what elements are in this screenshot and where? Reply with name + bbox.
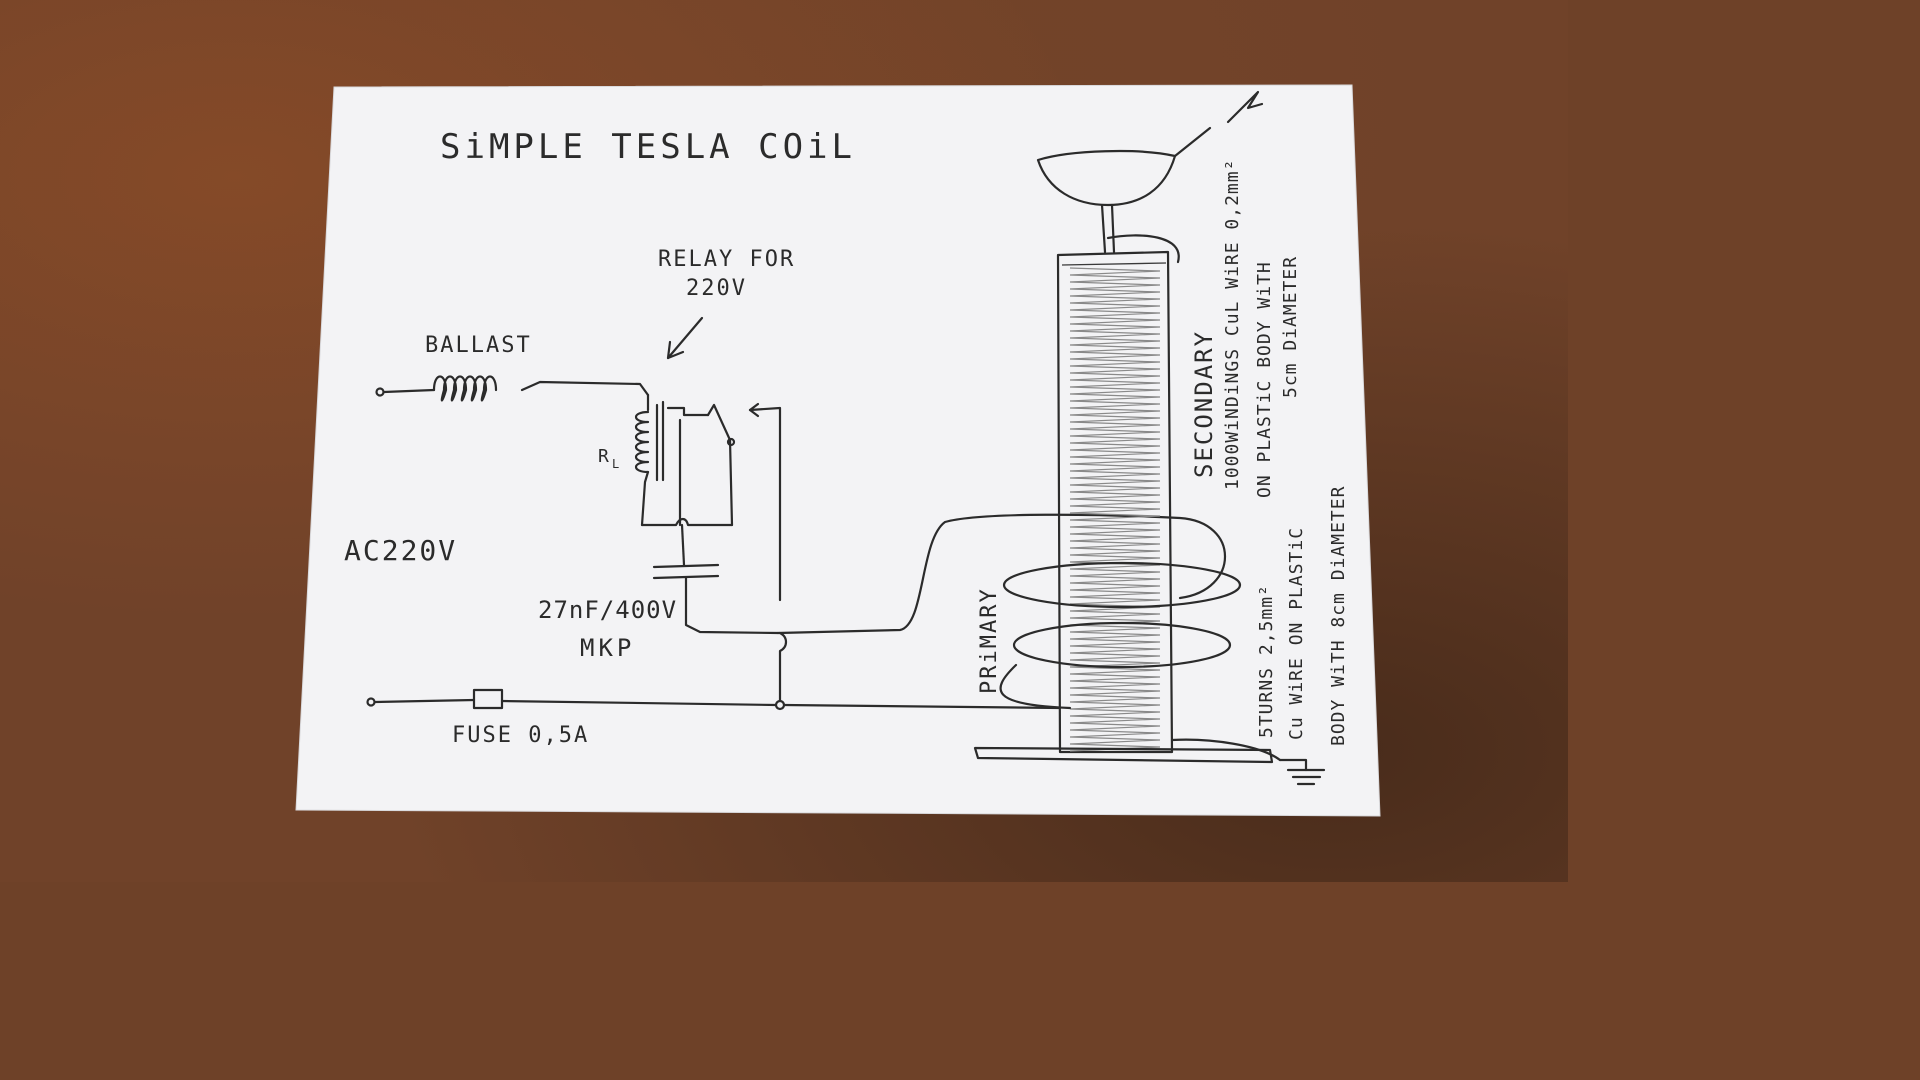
ballast-label: BALLAST xyxy=(425,333,532,358)
primary-spec: 5TURNS 2,5mm² Cu WiRE ON PLASTiC BODY Wi… xyxy=(1256,486,1349,746)
primary-label: PRiMARY xyxy=(977,587,1002,694)
ac-source-label: AC220V xyxy=(344,534,457,567)
relay-bottom-wire xyxy=(640,517,734,527)
relay-coil-subscript: L xyxy=(612,457,619,471)
secondary-title: SECONDARY xyxy=(1190,330,1218,478)
relay-coil xyxy=(634,393,665,527)
secondary-tube xyxy=(1056,250,1174,754)
capacitor-top-wire xyxy=(680,523,686,567)
primary-wire-label: Cu WiRE ON PLASTiC xyxy=(1286,527,1307,740)
primary-coil xyxy=(999,561,1242,710)
secondary-diameter-label: 5cm DiAMETER xyxy=(1280,256,1301,398)
title: SiMPLE TESLA COiL xyxy=(440,127,856,167)
base-board xyxy=(973,738,1282,764)
top-load xyxy=(1036,90,1264,264)
primary-turns-label: 5TURNS 2,5mm² xyxy=(1256,584,1277,738)
relay-switch xyxy=(666,402,782,602)
fuse-line xyxy=(366,631,1062,711)
tesla-coil-diagram: SiMPLE TESLA COiL RELAY FOR 220V BALLAST… xyxy=(295,84,1381,817)
primary-feed-wire xyxy=(776,513,1227,635)
secondary-windings-label: 1000WiNDiNGS CuL WiRE 0,2mm² xyxy=(1222,159,1243,490)
primary-body-label: BODY WiTH 8cm DiAMETER xyxy=(1328,486,1349,746)
capacitor xyxy=(652,563,780,635)
ballast-inductor xyxy=(375,375,650,402)
relay-label: RELAY FOR xyxy=(658,247,795,272)
fuse-label: FUSE 0,5A xyxy=(452,723,589,748)
relay-arrow xyxy=(666,316,704,360)
secondary-body-label: ON PLASTiC BODY WiTH xyxy=(1254,261,1275,498)
capacitor-label: 27nF/400V xyxy=(538,596,677,624)
secondary-spec: SECONDARY 1000WiNDiNGS CuL WiRE 0,2mm² O… xyxy=(1190,159,1301,498)
ground-symbol xyxy=(1278,758,1326,786)
relay-voltage-label: 220V xyxy=(686,276,747,301)
photo-background: SiMPLE TESLA COiL RELAY FOR 220V BALLAST… xyxy=(0,0,1568,882)
capacitor-type-label: MKP xyxy=(580,634,635,662)
relay-coil-label: R xyxy=(598,446,609,467)
secondary-windings xyxy=(1069,267,1161,752)
